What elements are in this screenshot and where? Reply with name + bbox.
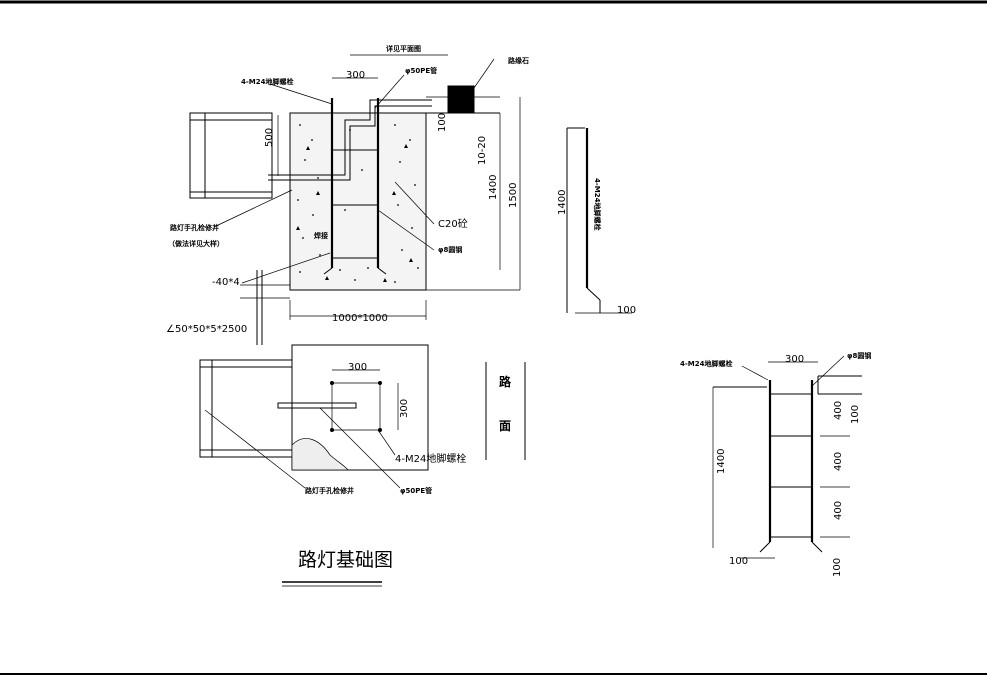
side-view: 1400 4-M24地脚螺栓 100 [557, 127, 636, 316]
curb-stone [447, 85, 475, 114]
label-pe-pipe: φ50PE管 [405, 66, 437, 75]
label-flat-steel: -40*4 [212, 277, 240, 288]
label-weld: 焊接 [314, 231, 328, 240]
plan-road-char-1: 路 [499, 374, 512, 389]
cage-dim-300: 300 [785, 354, 804, 365]
side-label-bolts: 4-M24地脚螺栓 [593, 178, 602, 230]
plan-label-anchor-bolts: 4-M24地脚螺栓 [395, 452, 466, 465]
cage-dim-400-a: 400 [833, 401, 844, 420]
cage-dim-100-left: 100 [729, 556, 748, 567]
rebar-cage-view: 4-M24地脚螺栓 φ8圆钢 300 1400 400 400 400 100 … [680, 351, 871, 577]
label-concrete: C20砼 [438, 217, 468, 230]
dim-10-20: 10-20 [477, 136, 488, 165]
dim-base: 1000*1000 [332, 313, 388, 324]
side-dim-100: 100 [617, 305, 636, 316]
plan-dim-300-v: 300 [399, 399, 410, 418]
cage-dim-100-bottom: 100 [832, 558, 843, 577]
cage-dim-1400: 1400 [716, 449, 727, 474]
cage-label-bolts: 4-M24地脚螺栓 [680, 359, 732, 368]
plan-road-char-2: 面 [499, 419, 511, 433]
side-dim-1400: 1400 [557, 190, 568, 215]
label-handhole-well: 路灯手孔检修井 [170, 223, 219, 232]
label-curb: 路缘石 [508, 56, 529, 65]
label-handhole-note: （做法详见大样） [168, 239, 224, 248]
concrete-block [289, 112, 427, 291]
plan-label-pe-pipe: φ50PE管 [400, 486, 432, 495]
dim-300: 300 [346, 70, 365, 81]
dim-1400: 1400 [488, 175, 499, 200]
dim-500: 500 [264, 128, 275, 147]
cage-label-rebar: φ8圆钢 [847, 351, 871, 360]
label-angle-steel: ∠50*50*5*2500 [166, 324, 247, 335]
label-rebar: φ8圆钢 [438, 245, 462, 254]
plan-dim-300-h: 300 [348, 362, 367, 373]
main-section-view: 详见平面图 路缘石 4-M24地脚螺栓 φ50PE管 300 100 500 1… [166, 44, 529, 345]
plan-view: 300 300 4-M24地脚螺栓 路灯手孔检修井 φ50PE管 路 面 [199, 344, 526, 495]
cage-dim-400-c: 400 [833, 501, 844, 520]
dim-1500: 1500 [508, 183, 519, 208]
plan-label-handhole: 路灯手孔检修井 [305, 486, 354, 495]
concrete-hatch [296, 124, 419, 283]
label-see-plan: 详见平面图 [386, 44, 421, 53]
cage-dim-400-b: 400 [833, 452, 844, 471]
drawing-title: 路灯基础图 [298, 549, 393, 571]
dim-100: 100 [437, 113, 448, 132]
cage-dim-100-top: 100 [850, 405, 861, 424]
label-anchor-bolts: 4-M24地脚螺栓 [241, 77, 293, 86]
